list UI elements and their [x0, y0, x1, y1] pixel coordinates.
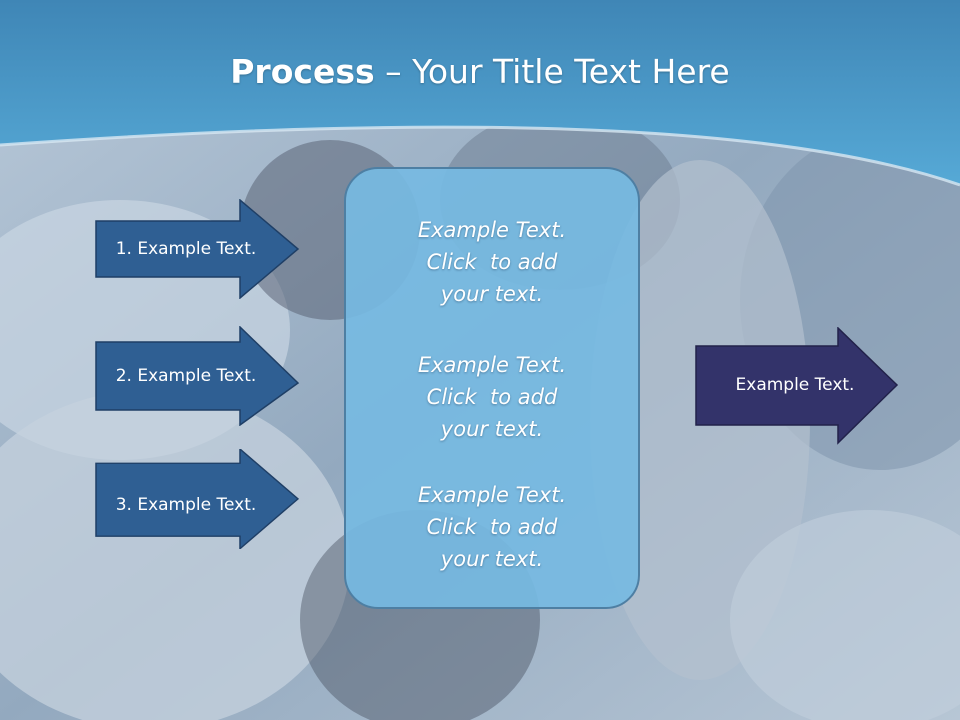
center-paragraph-1-line-1: Example Text. [417, 218, 567, 242]
step-label-1: 1. Example Text. [115, 239, 257, 259]
center-paragraph-3-line-3: your text. [440, 547, 544, 571]
step-arrow-1: 1. Example Text. [95, 199, 300, 299]
step-arrow-2-shape [95, 326, 300, 426]
center-paragraph-1-line-2: Click to add [426, 250, 558, 274]
center-paragraph-1-line-3: your text. [440, 282, 544, 306]
step-label-2: 2. Example Text. [115, 366, 257, 386]
step-label-3: 3. Example Text. [115, 495, 257, 515]
center-paragraph-2-line-2: Click to add [426, 385, 558, 409]
slide-title: Process – Your Title Text Here [0, 52, 960, 91]
step-arrow-3: 3. Example Text. [95, 449, 300, 549]
center-paragraph-3-line-2: Click to add [426, 515, 558, 539]
title-rest-text: – Your Title Text Here [374, 52, 730, 91]
step-arrow-2: 2. Example Text. [95, 326, 300, 426]
title-bold-text: Process [230, 52, 375, 91]
step-arrow-3-shape [95, 449, 300, 549]
center-paragraph-2-line-3: your text. [440, 417, 544, 441]
step-arrow-1-shape [95, 199, 300, 299]
output-label: Example Text. [735, 375, 855, 395]
output-arrow: Example Text. [695, 327, 900, 445]
center-paragraph-2: Example Text. Click to add your text. [346, 349, 638, 445]
center-paragraph-3: Example Text. Click to add your text. [346, 479, 638, 575]
center-text-box: Example Text. Click to add your text. Ex… [344, 167, 640, 609]
center-paragraph-2-line-1: Example Text. [417, 353, 567, 377]
output-arrow-shape [695, 327, 899, 445]
center-paragraph-3-line-1: Example Text. [417, 483, 567, 507]
center-paragraph-1: Example Text. Click to add your text. [346, 214, 638, 310]
